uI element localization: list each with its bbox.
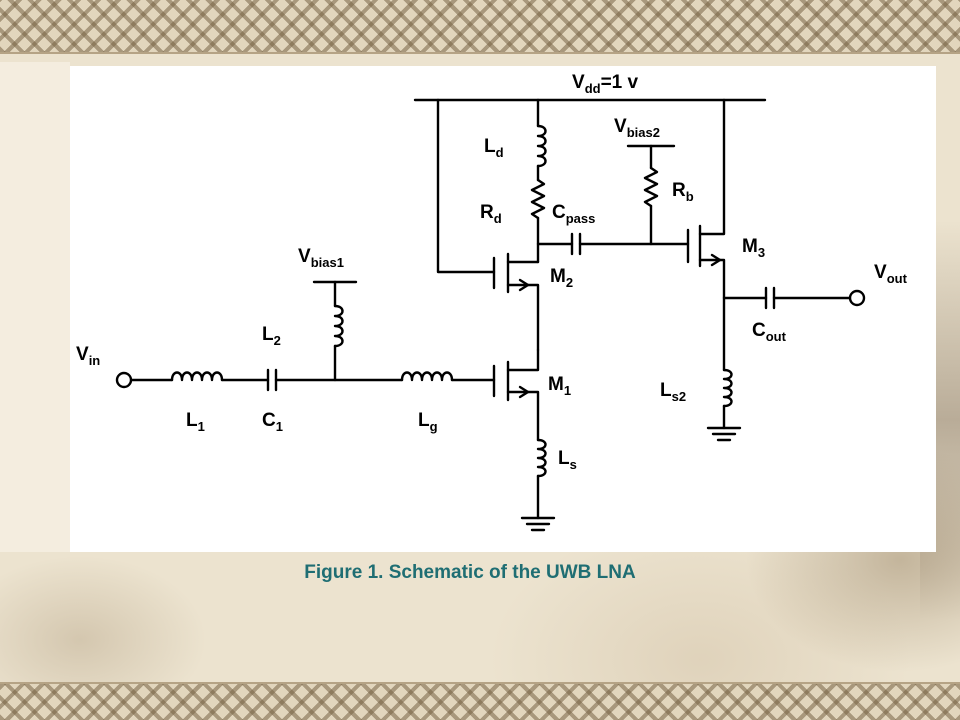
label-ls2: Ls2	[660, 380, 686, 404]
resistor-rb	[643, 166, 659, 208]
label-vbias2: Vbias2	[614, 116, 660, 140]
inductor-l2	[333, 304, 344, 348]
label-cout: Cout	[752, 320, 787, 344]
label-vin: Vin	[76, 344, 100, 368]
label-rb: Rb	[672, 180, 694, 204]
panel-margin	[0, 62, 70, 552]
inductor-lg	[400, 371, 454, 382]
label-m2: M2	[550, 266, 573, 290]
label-l1: L1	[186, 410, 205, 434]
label-m1: M1	[548, 374, 571, 398]
label-l2: L2	[262, 324, 281, 348]
schematic-panel	[70, 66, 936, 552]
m2-source	[506, 283, 540, 352]
label-ls: Ls	[558, 448, 577, 472]
label-vdd: Vdd=1 v	[572, 72, 639, 96]
figure-caption: Figure 1. Schematic of the UWB LNA	[304, 562, 636, 583]
m1-drain	[506, 348, 540, 372]
m3-source	[698, 258, 726, 372]
resistor-rd	[530, 178, 546, 220]
ground-ls2	[706, 426, 742, 442]
vout-terminal	[848, 289, 866, 307]
m3-drain	[698, 98, 726, 236]
label-m3: M3	[742, 236, 765, 260]
label-vout: Vout	[874, 262, 908, 286]
inductor-l1	[170, 371, 224, 382]
inductor-ld	[536, 124, 547, 168]
vin-terminal	[115, 371, 133, 389]
label-c1: C1	[262, 410, 283, 434]
label-vbias1: Vbias1	[298, 246, 344, 270]
decorative-border-bottom	[0, 682, 960, 720]
inductor-ls2	[722, 368, 733, 408]
m2-arrow	[518, 278, 530, 292]
decorative-border-top	[0, 0, 960, 54]
m1-arrow	[518, 385, 530, 399]
label-cpass: Cpass	[552, 202, 595, 226]
label-rd: Rd	[480, 202, 502, 226]
label-lg: Lg	[418, 410, 438, 434]
inductor-ls	[536, 438, 547, 478]
ground-ls	[520, 516, 556, 532]
m2-gate-bias-wire	[436, 98, 496, 274]
label-ld: Ld	[484, 136, 504, 160]
m3-arrow	[710, 253, 722, 267]
m1-source	[506, 390, 540, 442]
